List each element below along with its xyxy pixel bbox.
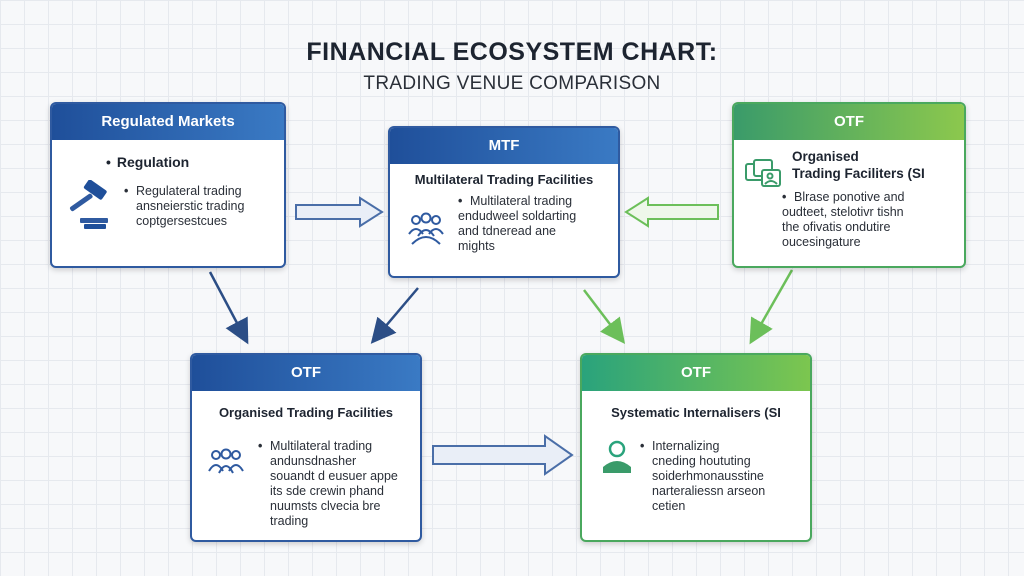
chart-title: FINANCIAL ECOSYSTEM CHART: <box>306 38 718 66</box>
arrow-regulated-to-mtf <box>295 196 384 228</box>
card-systematic-internalisers: OTF Systematic Internalisers (SI •Intern… <box>580 353 812 542</box>
person-icon <box>600 439 634 480</box>
gavel-icon <box>62 179 114 237</box>
card-label: Multilateral Trading Facilities <box>414 172 594 187</box>
card-description: •Blrase ponotive and oudteet, stelotivr … <box>782 190 905 249</box>
chart-subtitle: TRADING VENUE COMPARISON <box>363 73 661 94</box>
card-description: •Multilateral trading andunsdnasher soua… <box>258 439 398 528</box>
card-header: OTF <box>192 355 420 391</box>
arrow-otftop-to-si <box>749 269 794 345</box>
card-otf-top: OTF Organised Trading Faciliters (SI •Bl… <box>732 102 966 268</box>
card-header: OTF <box>582 355 810 391</box>
card-label: •Regulation <box>106 154 190 170</box>
arrow-otf-to-mtf <box>624 196 719 228</box>
card-header: OTF <box>734 104 964 140</box>
card-description: •Multilateral trading endudweel soldarti… <box>458 194 577 253</box>
card-mtf: MTF Multilateral Trading Facilities •Mul… <box>388 126 620 278</box>
card-header: Regulated Markets <box>52 104 284 140</box>
card-label: Systematic Internalisers (SI <box>611 405 781 420</box>
arrow-regulated-to-otf <box>208 271 249 345</box>
group-icon <box>206 447 246 482</box>
group-icon <box>406 212 446 251</box>
card-label: Organised Trading Faciliters (SI <box>792 149 925 181</box>
card-regulated-markets: Regulated Markets •Regulation •Regulater… <box>50 102 286 268</box>
arrow-mtf-to-si <box>583 289 626 344</box>
card-label: Organised Trading Facilities <box>218 405 394 420</box>
documents-icon <box>744 156 784 197</box>
card-otf-bottom: OTF Organised Trading Facilities •Multil… <box>190 353 422 542</box>
card-header: MTF <box>390 128 618 164</box>
arrow-mtf-to-otf <box>370 287 419 344</box>
card-description: •Regulateral trading ansneierstic tradin… <box>124 184 245 228</box>
arrow-otf-to-si <box>432 434 574 476</box>
card-description: •Internalizing cneding hoututing soiderh… <box>640 439 766 513</box>
